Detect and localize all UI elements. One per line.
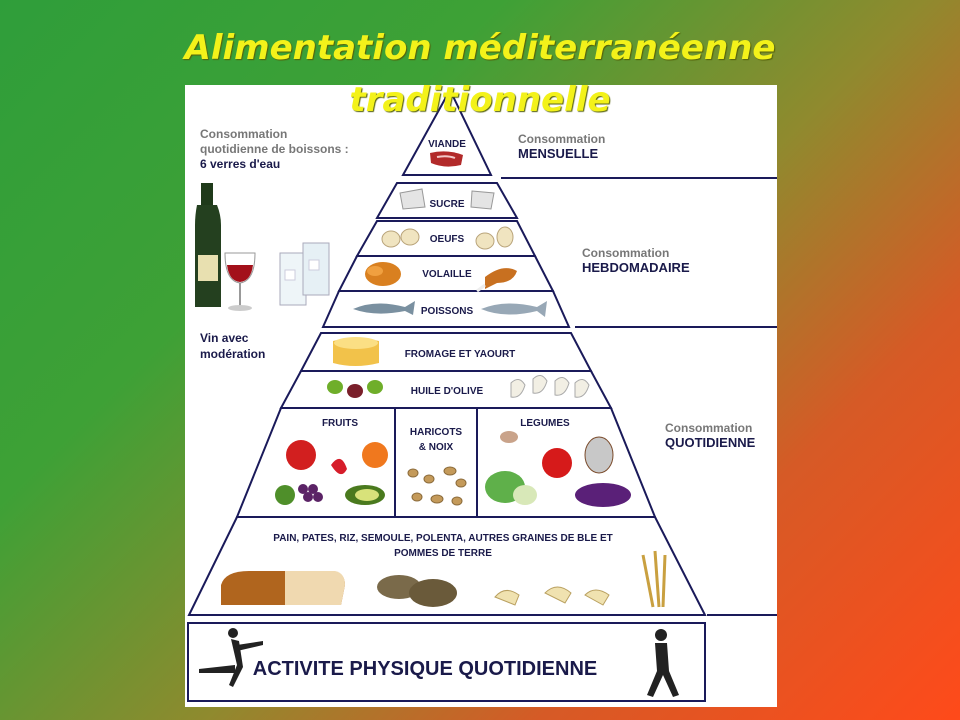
walker-icon [647, 629, 679, 697]
tier-label-poultry: VOLAILLE [422, 269, 472, 280]
daily-label-2: QUOTIDIENNE [665, 435, 756, 450]
cheese-icon [333, 337, 379, 366]
weekly-label-1: Consommation [582, 246, 669, 260]
tier-fish [321, 290, 571, 328]
title-line-1: Alimentation méditerranéenne [184, 28, 776, 68]
tier-label-grains-2: POMMES DE TERRE [394, 548, 492, 559]
pyramid-panel: Consommation quotidienne de boissons : 6… [185, 85, 777, 707]
monthly-label-1: Consommation [518, 132, 605, 146]
vegetables-icon [485, 431, 631, 507]
eggs-icon [381, 226, 514, 250]
steak-icon [430, 151, 463, 167]
fish-icon [353, 301, 547, 317]
tier-label-beans-2: & NOIX [419, 442, 454, 453]
food-pyramid-diagram: Consommation quotidienne de boissons : 6… [187, 87, 777, 702]
tier-label-vegetables: LEGUMES [520, 418, 570, 429]
tier-label-fruits: FRUITS [322, 418, 358, 429]
tier-label-olive-oil: HUILE D'OLIVE [411, 386, 484, 397]
sugar-icon [399, 188, 495, 210]
tier-label-fish: POISSONS [421, 306, 474, 317]
page-title: Alimentation méditerranéenne traditionne… [0, 22, 960, 126]
daily-label-1: Consommation [665, 421, 752, 435]
chicken-icon [365, 262, 517, 293]
title-line-2: traditionnelle [349, 80, 611, 120]
activity-label: ACTIVITE PHYSIQUE QUOTIDIENNE [253, 658, 597, 680]
beans-nuts-icon [407, 466, 467, 506]
tier-label-meat: VIANDE [428, 139, 466, 150]
drinks-line-1: Consommation [200, 127, 287, 141]
water-glasses-icon [279, 242, 330, 306]
grains-icon [221, 550, 667, 608]
wine-bottle-icon [195, 183, 221, 307]
olives-icon [327, 380, 383, 398]
drinks-line-2: quotidienne de boissons : [200, 142, 349, 156]
tier-label-grains-1: PAIN, PATES, RIZ, SEMOULE, POLENTA, AUTR… [273, 533, 612, 544]
monthly-label-2: MENSUELLE [518, 146, 599, 161]
wine-glass-icon [224, 252, 256, 311]
drinks-line-3: 6 verres d'eau [200, 157, 280, 171]
dancer-icon [199, 628, 263, 687]
tier-label-cheese: FROMAGE ET YAOURT [405, 349, 516, 360]
tier-label-eggs: OEUFS [430, 234, 465, 245]
tier-meat [401, 87, 493, 176]
activity-band [187, 622, 706, 702]
weekly-label-2: HEBDOMADAIRE [582, 260, 690, 275]
fruits-icon [275, 440, 388, 505]
wine-line-1: Vin avec [200, 331, 249, 345]
pyramid-shapes [187, 87, 707, 616]
garlic-icon [510, 375, 590, 398]
wine-line-2: modération [200, 347, 265, 361]
tier-label-beans-1: HARICOTS [410, 427, 463, 438]
tier-label-sugar: SUCRE [429, 199, 464, 210]
